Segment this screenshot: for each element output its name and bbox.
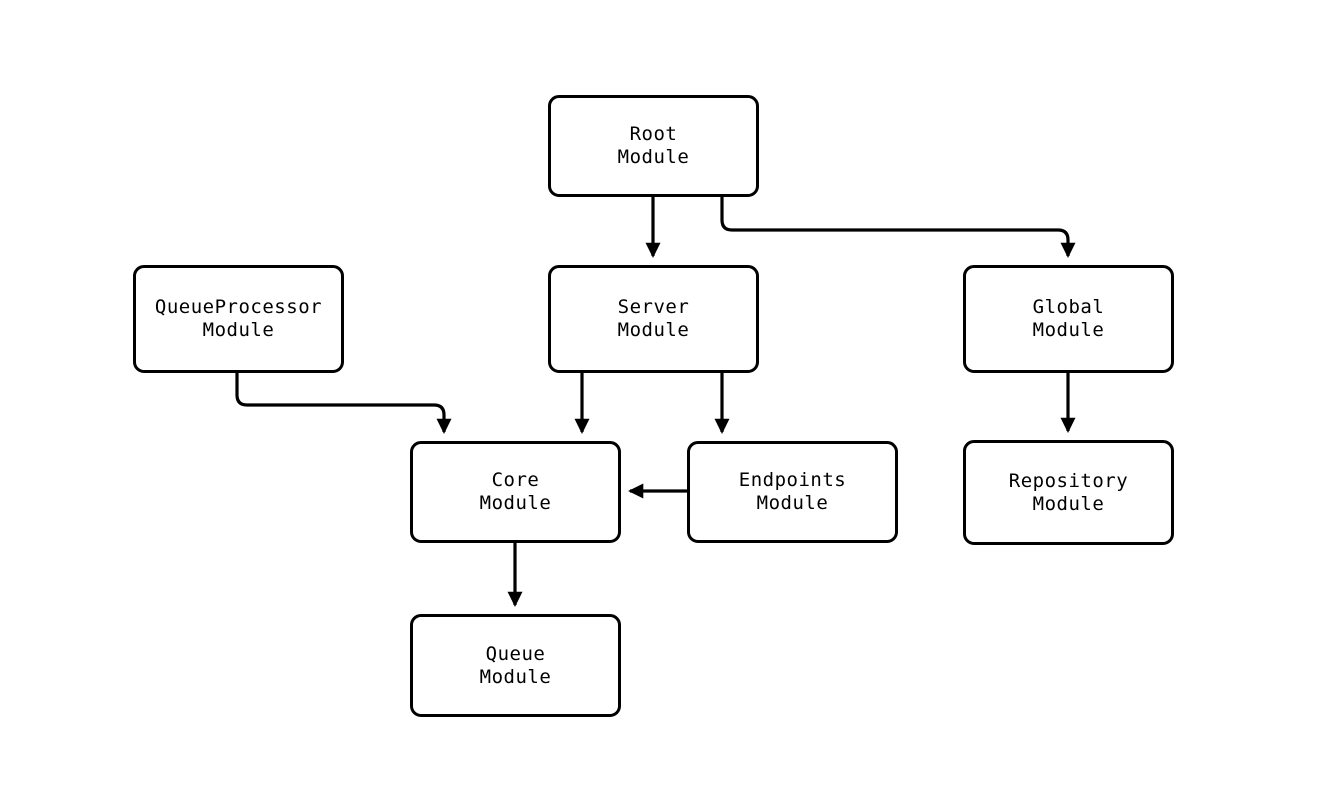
node-label-line1: Queue <box>485 642 546 665</box>
node-global-module[interactable]: Global Module <box>963 265 1174 373</box>
node-label-line1: QueueProcessor <box>154 296 323 318</box>
node-queue-module[interactable]: Queue Module <box>410 614 621 717</box>
node-label-line1: Server <box>617 296 690 318</box>
node-queueprocessor-module[interactable]: QueueProcessor Module <box>133 265 344 373</box>
node-label-line1: Endpoints <box>738 469 847 491</box>
edge-root-to-global <box>720 197 1076 258</box>
node-label-line1: Core <box>491 469 540 491</box>
node-label-line2: Module <box>1032 492 1105 515</box>
node-label-line2: Module <box>479 665 552 688</box>
node-label-line1: Root <box>629 123 678 145</box>
node-label-line1: Repository <box>1008 469 1129 492</box>
node-label-line2: Module <box>202 319 275 341</box>
node-label-line2: Module <box>756 492 829 514</box>
node-label-line2: Module <box>479 492 552 514</box>
node-label-line2: Module <box>617 319 690 341</box>
node-label-line2: Module <box>617 146 690 168</box>
node-root-module[interactable]: Root Module <box>548 95 759 197</box>
node-endpoints-module[interactable]: Endpoints Module <box>687 441 898 543</box>
node-core-module[interactable]: Core Module <box>410 441 621 543</box>
node-label-line1: Global <box>1032 296 1105 318</box>
node-repository-module[interactable]: Repository Module <box>963 440 1174 545</box>
node-label-line2: Module <box>1032 319 1105 341</box>
node-server-module[interactable]: Server Module <box>548 265 759 373</box>
edge-queueprocessor-to-core <box>235 373 452 434</box>
